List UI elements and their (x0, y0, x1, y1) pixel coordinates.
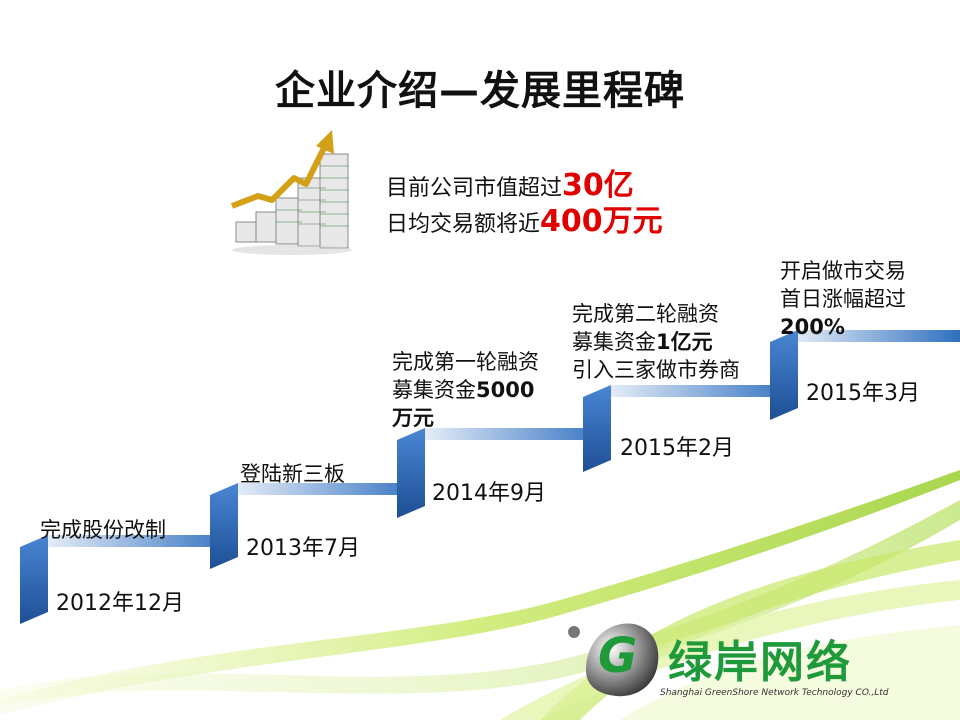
step-5 (770, 330, 960, 420)
milestone-2-line-1: 登陆新三板 (240, 462, 345, 486)
milestone-4-line-2-text: 募集资金 (572, 330, 656, 354)
milestone-1-line-1: 完成股份改制 (40, 518, 166, 542)
stat-market-value-number: 30亿 (562, 168, 634, 203)
milestone-3-line-2: 募集资金5000 (392, 376, 539, 404)
step-3 (397, 428, 611, 518)
milestone-5-line-2: 首日涨幅超过 (780, 287, 906, 311)
milestone-3-line-2-text: 募集资金 (392, 378, 476, 402)
milestone-1-label: 完成股份改制 (40, 516, 166, 544)
milestone-4-line-3: 引入三家做市券商 (572, 358, 740, 382)
company-logo: G 绿岸网络 Shanghai GreenShore Network Techn… (564, 610, 889, 710)
milestone-3-label: 完成第一轮融资 募集资金5000 万元 (392, 348, 539, 432)
logo-subtitle: Shanghai GreenShore Network Technology C… (660, 688, 889, 698)
milestone-2-label: 登陆新三板 (240, 460, 345, 488)
stat-market-value: 目前公司市值超过30亿 (386, 160, 634, 204)
step-4 (583, 385, 798, 472)
milestone-3-line-2-amount: 5000 (476, 378, 535, 402)
milestone-5-label: 开启做市交易 首日涨幅超过 200% (780, 257, 906, 341)
milestone-3-line-3-unit: 万元 (392, 406, 434, 430)
stat-daily-volume-number: 400万元 (540, 204, 663, 239)
milestone-4-label: 完成第二轮融资 募集资金1亿元 引入三家做市券商 (572, 300, 740, 384)
milestone-3-date: 2014年9月 (432, 481, 546, 506)
money-growth-icon (230, 130, 352, 255)
step-1 (20, 535, 238, 624)
milestone-3-line-3: 万元 (392, 404, 539, 432)
stat-daily-volume: 日均交易额将近400万元 (386, 196, 663, 240)
stat-daily-volume-label: 日均交易额将近 (386, 212, 541, 237)
milestone-5-date: 2015年3月 (806, 381, 920, 406)
logo-name: 绿岸网络 (668, 637, 852, 688)
milestone-5-line-3-amount: 200% (780, 315, 845, 339)
milestone-5-line-1: 开启做市交易 (780, 259, 906, 283)
milestone-4-line-1: 完成第二轮融资 (572, 302, 719, 326)
milestone-4-line-2: 募集资金1亿元 (572, 328, 740, 356)
page-title: 企业介绍—发展里程碑 (275, 68, 685, 114)
milestone-1-date: 2012年12月 (56, 591, 184, 616)
milestone-4-date: 2015年2月 (620, 436, 734, 461)
stat-market-value-label: 目前公司市值超过 (386, 176, 563, 201)
milestone-5-line-3: 200% (780, 313, 906, 341)
milestone-2-date: 2013年7月 (246, 536, 360, 561)
milestone-4-line-2-amount: 1亿元 (656, 330, 713, 354)
milestone-3-line-1: 完成第一轮融资 (392, 350, 539, 374)
step-2 (210, 483, 425, 569)
logo-letter: G (598, 628, 638, 684)
logo-mark-icon (568, 623, 659, 697)
